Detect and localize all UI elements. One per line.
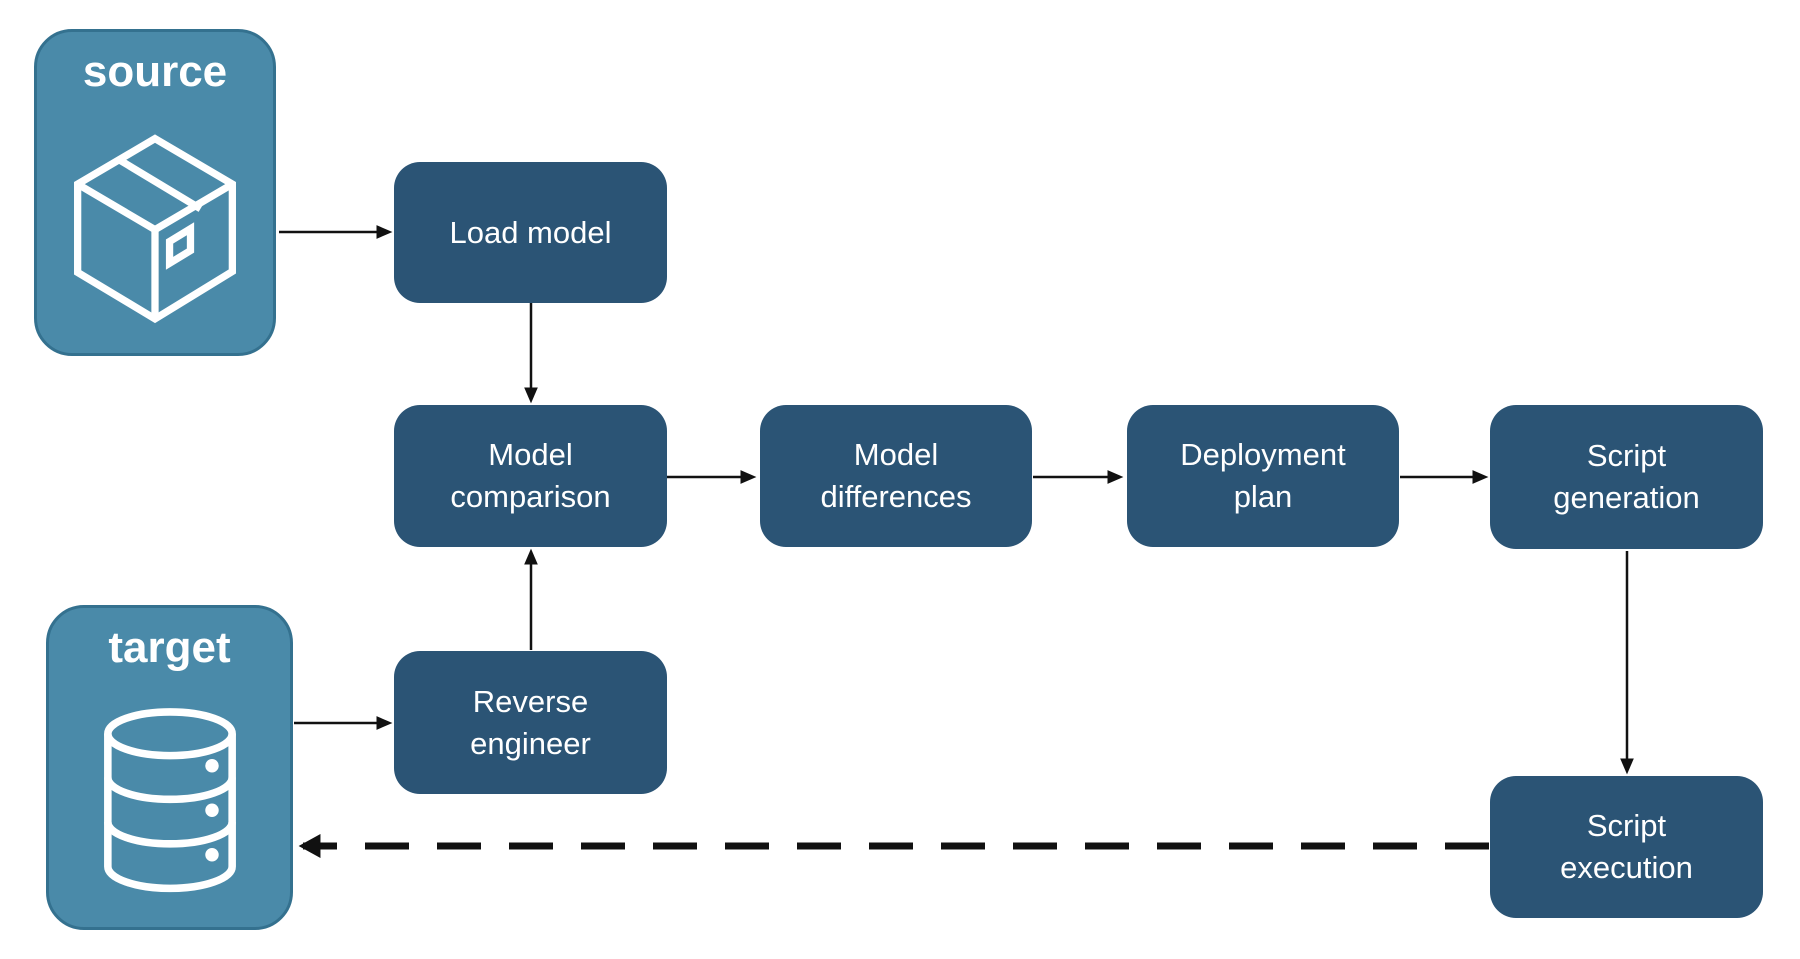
node-script-execution: Script execution — [1490, 776, 1763, 918]
source-node: source — [34, 29, 276, 356]
source-label: source — [82, 47, 228, 96]
target-label: target — [108, 623, 231, 672]
node-model-differences: Model differences — [760, 405, 1032, 547]
database-icon — [103, 708, 236, 893]
package-icon — [74, 134, 236, 324]
node-label: Load model — [449, 214, 612, 250]
target-node: target — [46, 605, 293, 930]
node-deployment-plan: Deployment plan — [1127, 405, 1399, 547]
node-label: Script generation — [1553, 438, 1700, 515]
node-label: Script execution — [1560, 808, 1693, 885]
source-icon-area — [37, 99, 273, 353]
node-load-model: Load model — [394, 162, 667, 303]
node-reverse-engineer: Reverse engineer — [394, 651, 667, 794]
node-script-generation: Script generation — [1490, 405, 1763, 549]
node-label: Model differences — [820, 437, 972, 514]
node-model-comparison: Model comparison — [394, 405, 667, 547]
target-icon-area — [49, 675, 290, 927]
node-label: Deployment plan — [1180, 437, 1346, 514]
node-label: Reverse engineer — [470, 683, 591, 761]
node-label: Model comparison — [450, 437, 611, 514]
